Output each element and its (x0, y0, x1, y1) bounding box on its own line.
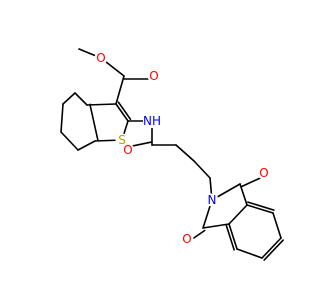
single-bond (74, 92, 88, 106)
atom-label-ester-methyl-oxygen: O (96, 51, 105, 65)
single-bond (261, 237, 282, 259)
single-bond (86, 103, 117, 106)
single-bond (115, 75, 125, 105)
single-bond (77, 140, 96, 151)
bond-layer (60, 48, 284, 261)
single-bond (202, 223, 230, 229)
single-bond (228, 204, 248, 225)
single-bond (60, 103, 64, 133)
double-bond-second-line (263, 239, 284, 261)
single-bond (236, 248, 263, 259)
double-bond-second-line (247, 201, 275, 211)
atom-label-imide-nitrogen: N (208, 193, 217, 207)
single-bond (193, 160, 211, 179)
atom-imide-nitrogen: N (205, 193, 219, 207)
single-bond (62, 92, 76, 105)
atom-ester-methyl-oxygen: O (94, 51, 108, 65)
atom-imide-carbonyl-oxygen-top: O (257, 166, 271, 180)
single-bond (115, 103, 129, 122)
single-bond (246, 204, 274, 214)
atom-amide-nitrogen: NH (143, 114, 163, 128)
single-bond (175, 144, 195, 162)
double-bond-second-line (117, 101, 132, 121)
atom-label-imide-carbonyl-oxygen-top: O (259, 166, 268, 180)
atom-imide-carbonyl-oxygen-bottom: O (180, 232, 194, 246)
atom-label-amide-nitrogen: NH (143, 114, 161, 128)
atom-label-imide-carbonyl-oxygen-bottom: O (182, 232, 191, 246)
double-bond-second-line (225, 224, 235, 251)
double-bond-second-line (89, 103, 99, 142)
atom-label-ester-carbonyl-oxygen: O (149, 69, 158, 83)
atom-label-amide-carbonyl-oxygen: O (123, 143, 132, 157)
diagram-background (0, 0, 300, 300)
atom-thiophene-sulfur: S (115, 133, 129, 147)
single-bond (60, 131, 79, 151)
atom-label-thiophene-sulfur: S (118, 133, 126, 147)
atom-amide-carbonyl-oxygen: O (121, 143, 135, 157)
molecule-structure-diagram: O O NH S O N O O (0, 0, 300, 300)
single-bond (228, 223, 238, 250)
single-bond (272, 212, 282, 239)
atom-ester-carbonyl-oxygen: O (147, 69, 161, 83)
